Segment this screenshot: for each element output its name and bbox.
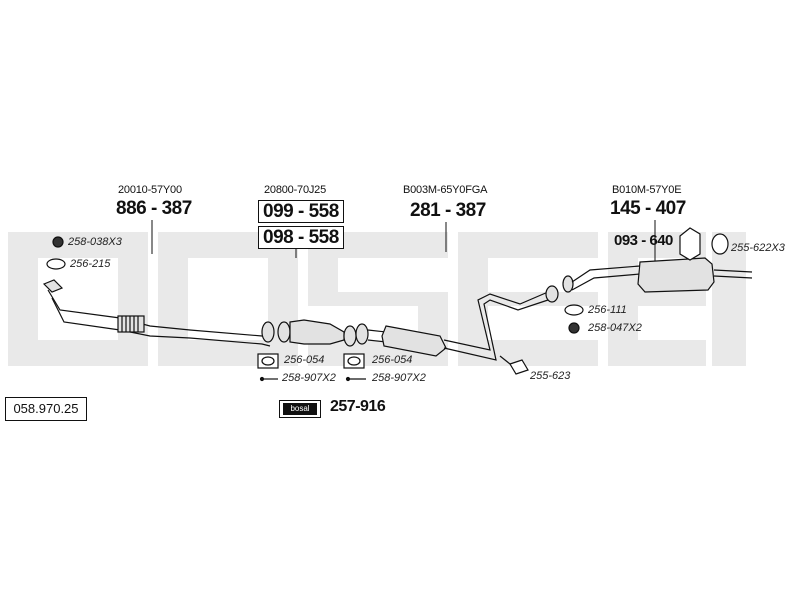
acc-bolt-a[interactable]: 258-907X2 — [282, 372, 336, 384]
kit-number[interactable]: 257-916 — [330, 398, 386, 415]
acc-clamp-rear[interactable]: 255-622X3 — [731, 242, 785, 254]
acc-nut-rear[interactable]: 258-047X2 — [588, 322, 642, 334]
acc-ring-rear[interactable]: 256-111 — [588, 304, 627, 316]
acc-front-ring[interactable]: 256-215 — [70, 258, 111, 270]
oem-number-rear-silencer: B010M-57Y0E — [612, 184, 682, 196]
center-pipe — [355, 285, 559, 361]
front-pipe — [42, 279, 275, 347]
acc-hanger-mid[interactable]: 255-623 — [530, 370, 571, 382]
catalytic-converter — [277, 319, 357, 347]
accessory-symbols — [46, 227, 729, 382]
part-number-rear-silencer[interactable]: 145 - 407 — [610, 198, 686, 219]
part-number-center-pipe[interactable]: 281 - 387 — [410, 200, 486, 221]
watermark-logo — [8, 232, 746, 366]
brand-logo: bosal — [279, 400, 321, 418]
part-number-catalyst-2[interactable]: 098 - 558 — [258, 226, 344, 249]
part-number-mounting-kit[interactable]: 093 - 640 — [614, 232, 673, 249]
acc-gasket-b[interactable]: 256-054 — [372, 354, 413, 366]
acc-bolt-b[interactable]: 258-907X2 — [372, 372, 426, 384]
catalog-number: 058.970.25 — [5, 397, 87, 421]
oem-number-catalyst: 20800-70J25 — [264, 184, 327, 196]
oem-number-center-pipe: B003M-65Y0FGA — [403, 184, 488, 196]
part-number-catalyst-1[interactable]: 099 - 558 — [258, 200, 344, 223]
part-number-front-pipe[interactable]: 886 - 387 — [116, 198, 192, 219]
acc-gasket-a[interactable]: 256-054 — [284, 354, 325, 366]
rear-silencer — [562, 257, 753, 293]
acc-front-nut[interactable]: 258-038X3 — [68, 236, 122, 248]
oem-number-front-pipe: 20010-57Y00 — [118, 184, 182, 196]
brand-logo-text: bosal — [283, 403, 317, 415]
leader-lines — [151, 220, 656, 262]
